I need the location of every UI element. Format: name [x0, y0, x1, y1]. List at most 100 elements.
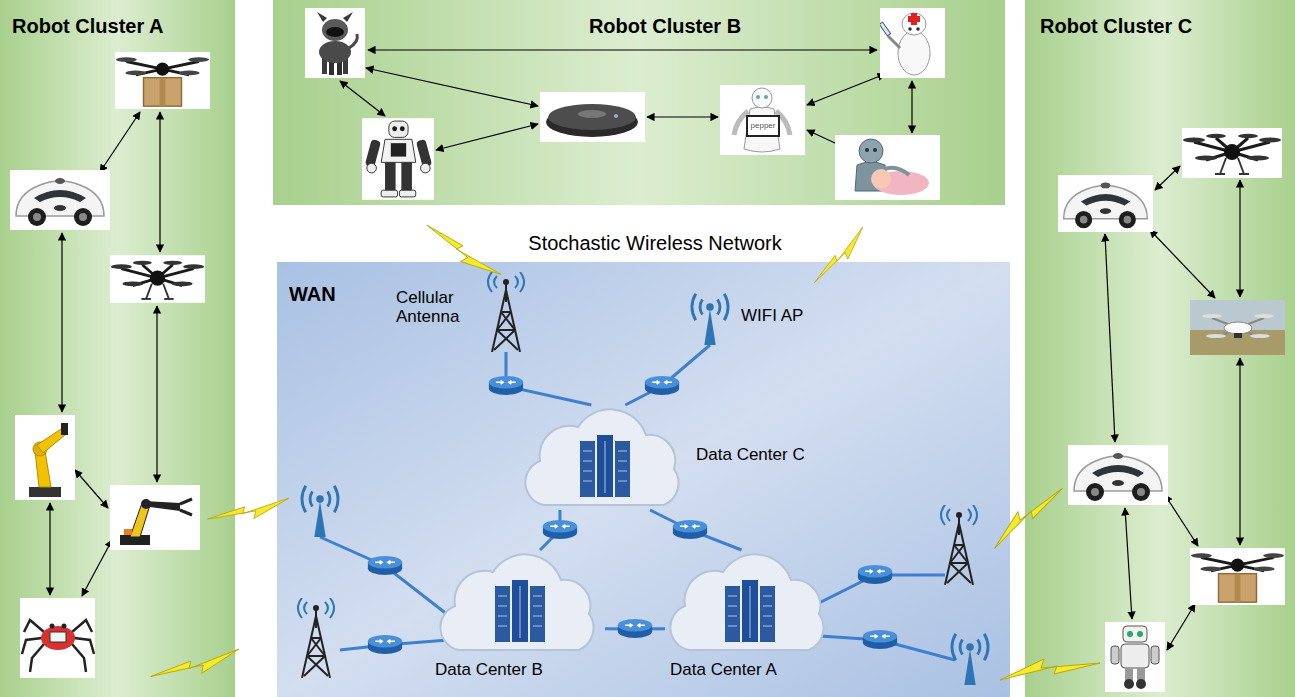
tablet-text: pepper — [747, 121, 779, 131]
drawing-line — [1167, 604, 1195, 650]
drawing-polyline — [320, 537, 448, 615]
drawing-use — [206, 498, 290, 522]
data-center: Data Center A — [665, 550, 835, 655]
drawing-use — [1190, 300, 1285, 355]
drawing-line — [911, 81, 912, 133]
drawing-line — [340, 81, 385, 116]
panel-title: Robot Cluster A — [12, 14, 163, 38]
drawing-use — [368, 556, 402, 575]
data-center-icon-shape — [525, 409, 678, 505]
drawing-line — [368, 49, 877, 50]
drawing-use — [952, 634, 988, 685]
drawing-use — [720, 85, 805, 155]
drawing-use — [20, 598, 95, 678]
drawing-use — [835, 135, 940, 200]
drawing-line — [366, 68, 538, 106]
drawing-use — [298, 598, 334, 678]
antenna-node-icon-shape — [488, 272, 524, 352]
drawing-use — [110, 485, 200, 550]
data-center-icon — [435, 550, 605, 655]
drawing-line — [1125, 508, 1132, 619]
antenna-node-icon — [482, 272, 530, 352]
router-icons — [368, 376, 897, 654]
drawing-line — [1239, 180, 1240, 297]
drawing-use — [984, 485, 1070, 549]
drawing-use — [941, 505, 977, 585]
drawing-line — [159, 112, 160, 252]
panel-title: Robot Cluster C — [1040, 14, 1192, 38]
drawing-line — [1150, 230, 1215, 298]
data-center: Data Center B — [435, 550, 605, 655]
drawing-line — [1155, 166, 1180, 190]
node-label: Data Center A — [670, 660, 777, 679]
drawing-line — [49, 503, 50, 595]
drawing-use — [1000, 659, 1100, 680]
drawing-use — [645, 376, 679, 395]
data-center-icon — [520, 405, 690, 510]
drawing-use — [863, 630, 897, 649]
drawing-use — [368, 635, 402, 654]
network-caption: Stochastic Wireless Network — [505, 231, 805, 255]
drawing-line — [100, 112, 140, 172]
drawing-use — [1058, 175, 1153, 232]
drawing-use — [362, 118, 434, 200]
node-label: Data Center C — [696, 445, 805, 464]
drawing-use — [806, 227, 872, 285]
cluster-panel: Robot Cluster B — [273, 0, 1005, 205]
drawing-use — [1182, 128, 1282, 178]
drawing-use — [1190, 548, 1285, 605]
antenna-node: WIFI AP — [685, 288, 735, 345]
drawing-line — [1239, 358, 1240, 545]
drawing-line — [807, 74, 885, 105]
network-panel-fill — [277, 262, 1010, 697]
antenna-node-icon-shape — [692, 294, 728, 345]
robot-links — [50, 50, 1240, 650]
antenna-icons — [298, 486, 988, 685]
panel-title: WAN — [289, 282, 336, 306]
data-center-icon-shape — [440, 554, 593, 650]
data-center-icon — [665, 550, 835, 655]
drawing-use — [858, 565, 892, 584]
drawing-line — [436, 124, 538, 150]
drawing-use — [149, 649, 242, 680]
drawing-use — [879, 8, 945, 78]
wireless-bolts — [149, 214, 1100, 680]
antenna-node-icon — [685, 288, 735, 345]
data-center: Data Center C — [520, 405, 690, 510]
cluster-panel-fill — [0, 0, 235, 697]
network-panel: WAN Cellular Antenna WIFI AP Data Center C D… — [277, 262, 1010, 697]
drawing-use — [673, 520, 707, 539]
network-wires — [320, 537, 955, 660]
data-center-icon-shape — [670, 554, 823, 650]
drawing-use — [1105, 622, 1165, 692]
node-label: WIFI AP — [741, 306, 803, 325]
drawing-use — [540, 92, 645, 142]
drawing-use — [115, 52, 210, 109]
cluster-panel: Robot Cluster A — [0, 0, 235, 697]
drawing-use — [489, 376, 523, 395]
cluster-panel: Robot Cluster C — [1025, 0, 1295, 697]
drawing-line — [647, 116, 718, 117]
drawing-use — [110, 255, 205, 303]
antenna-node: Cellular Antenna — [482, 272, 530, 352]
drawing-line — [82, 540, 112, 596]
node-label: Data Center B — [435, 660, 543, 679]
drawing-line — [75, 470, 108, 508]
drawing-use — [618, 619, 652, 638]
drawing-use — [1068, 445, 1168, 505]
panel-title: Robot Cluster B — [299, 14, 1031, 38]
network-link — [650, 510, 741, 550]
drawing-line — [1105, 234, 1115, 442]
drawing-use — [305, 8, 365, 78]
network-link — [625, 345, 710, 405]
drawing-use — [543, 520, 577, 539]
drawing-use — [15, 415, 75, 500]
drawing-line — [156, 306, 157, 482]
drawing-use — [302, 486, 338, 537]
